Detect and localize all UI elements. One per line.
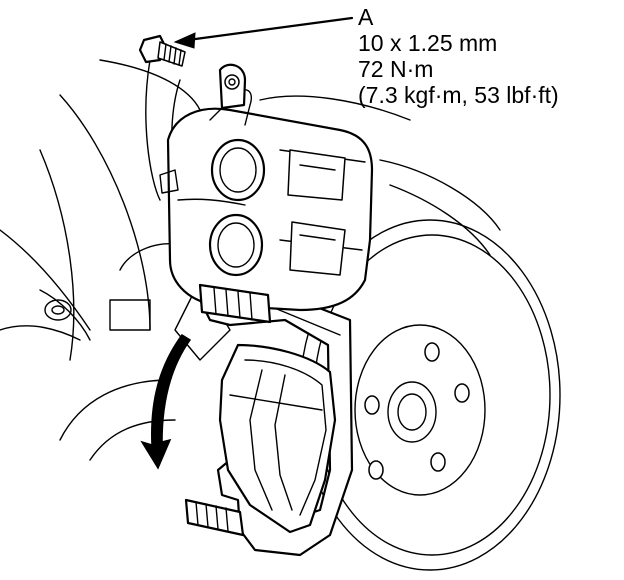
torque-alt: (7.3 kgf·m, 53 lbf·ft) <box>358 82 559 108</box>
callout-letter: A <box>358 4 374 30</box>
thread-spec: 10 x 1.25 mm <box>358 30 498 56</box>
swing-arrow-icon <box>140 333 192 470</box>
callout-leader <box>173 16 354 49</box>
caliper-body <box>159 63 374 312</box>
brake-pad <box>218 343 337 534</box>
torque-nm: 72 N·m <box>358 56 434 82</box>
bolt-callout: A 10 x 1.25 mm 72 N·m (7.3 kgf·m, 53 lbf… <box>358 4 559 108</box>
upper-guide-pin <box>198 283 272 324</box>
lower-guide-pin <box>184 498 245 537</box>
flange-bolt-a <box>138 34 186 67</box>
